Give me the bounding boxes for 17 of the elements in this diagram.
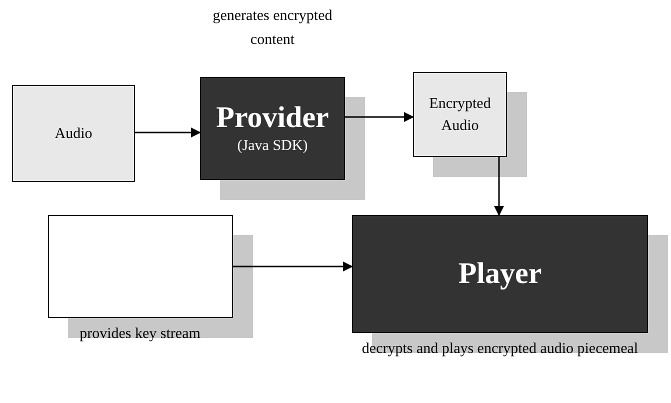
arrow [345,112,414,122]
process-box [12,85,135,182]
box-note: decrypts and plays encrypted audio piecemeal [360,340,640,359]
process-box [200,77,345,180]
box-title: Player [458,257,542,291]
arrow [494,157,504,216]
arrow [135,128,201,138]
process-box [352,215,648,333]
process-box [48,215,233,318]
box-note: generates encrypted content [212,7,334,50]
arrow [233,262,353,272]
box-subtitle: (Java SDK) [236,136,309,156]
process-box [413,72,507,157]
box-title: Audio [54,124,94,144]
box-title: Encrypted Audio [428,94,492,136]
box-note: provides key stream [78,325,202,344]
box-title: Provider [216,100,329,134]
